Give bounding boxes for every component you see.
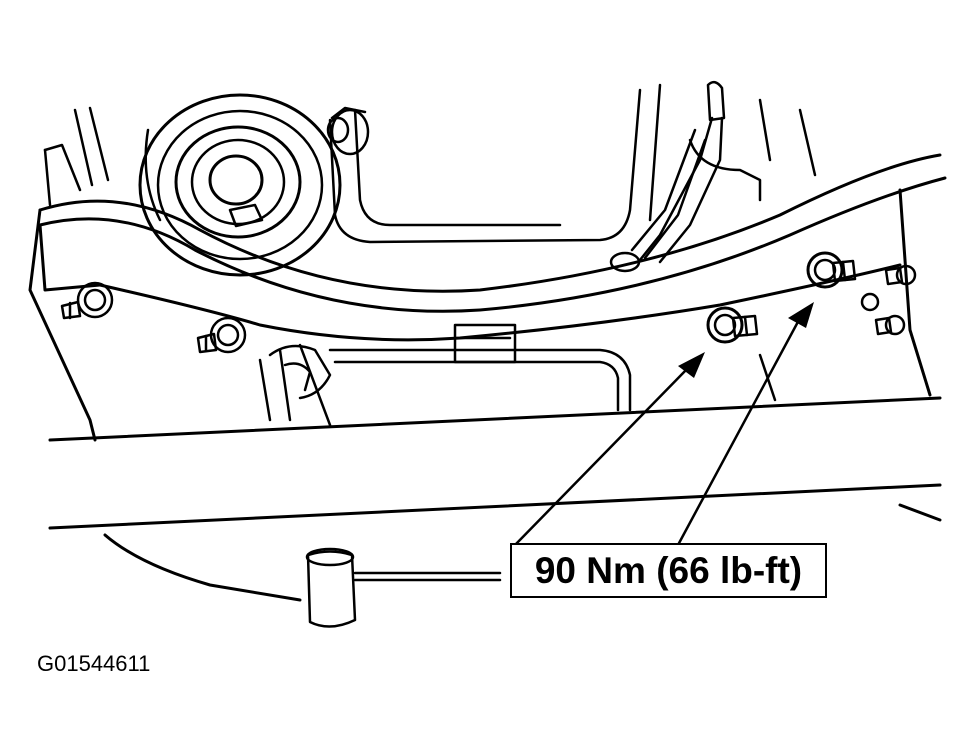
stud-right-upper bbox=[886, 266, 915, 284]
upper-body-structure bbox=[45, 85, 815, 242]
top-stud bbox=[328, 108, 368, 154]
spring-mount bbox=[140, 95, 340, 275]
arrowhead-2 bbox=[788, 302, 814, 328]
rail-bushing bbox=[307, 549, 500, 627]
bolt-target-1 bbox=[708, 308, 757, 342]
torque-callout: 90 Nm (66 lb-ft) bbox=[510, 543, 827, 598]
frame-rail bbox=[50, 398, 940, 600]
access-hole bbox=[862, 294, 878, 310]
lower-brace bbox=[260, 325, 775, 425]
stud-right-lower bbox=[876, 316, 904, 334]
bolt-target-2 bbox=[808, 253, 855, 287]
cables bbox=[611, 82, 724, 271]
bolt-left-1 bbox=[62, 283, 112, 318]
torque-label: 90 Nm (66 lb-ft) bbox=[534, 549, 803, 591]
arrowhead-1 bbox=[678, 352, 705, 378]
callout-leaders bbox=[515, 318, 800, 545]
crossmember bbox=[30, 155, 945, 440]
bolt-left-2 bbox=[198, 318, 245, 352]
figure-code: G01544611 bbox=[37, 651, 151, 676]
